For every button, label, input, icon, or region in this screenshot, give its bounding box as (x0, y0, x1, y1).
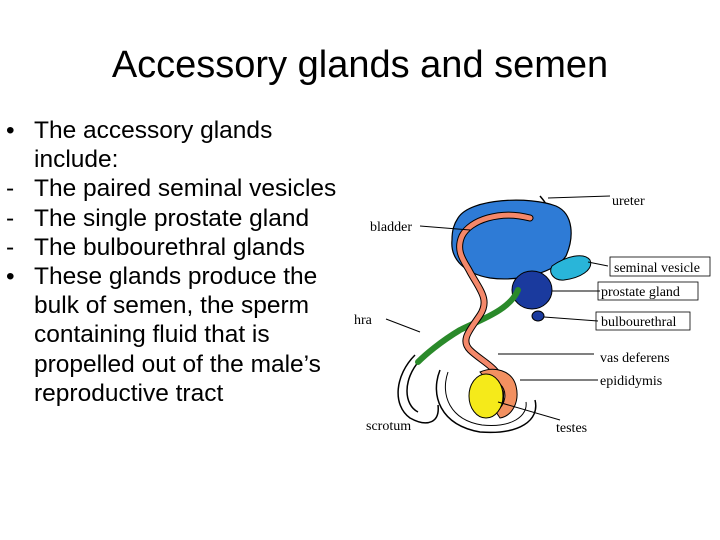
slide-title: Accessory glands and semen (111, 44, 609, 86)
body-outline (397, 354, 439, 424)
reproductive-anatomy-diagram: ureter bladder seminal vesicle prostate … (354, 194, 711, 436)
bullet-item: • The accessory glands include: (6, 116, 356, 174)
bullet-marker: • (6, 117, 15, 144)
label-vas-deferens: vas deferens (600, 351, 670, 366)
bullet-marker: - (6, 175, 15, 203)
testis-shape (468, 373, 504, 419)
bulbourethral-gland-shape (531, 310, 545, 322)
bullet-text: The single prostate gland (34, 204, 310, 232)
bullet-text: The accessory glands include: (34, 117, 273, 174)
bullet-item: - The paired seminal vesicles (6, 174, 356, 203)
bullet-text: The bulbourethral glands (34, 233, 306, 261)
leader-urethra (385, 318, 421, 333)
seminal-vesicle-shape (550, 255, 592, 281)
bullet-marker: - (6, 204, 15, 232)
urethra-shape (415, 287, 521, 365)
bullet-marker: • (6, 263, 15, 291)
bullet-item: • These glands produce the bulk of semen… (6, 262, 356, 408)
prostate-shape (511, 270, 553, 310)
label-seminal-vesicle: seminal vesicle (614, 261, 700, 276)
leader-lines (385, 195, 611, 421)
label-box-bulbourethral (595, 311, 691, 331)
leader-bladder (419, 225, 471, 231)
label-urethra: hra (354, 313, 373, 328)
label-bladder: bladder (370, 220, 412, 235)
label-prostate-gland: prostate gland (601, 285, 680, 300)
bullet-marker: - (6, 233, 15, 261)
scrotum-outline-inner (444, 371, 527, 426)
label-testes: testes (556, 421, 587, 436)
leader-bulbourethral (543, 316, 599, 322)
label-epididymis: epididymis (600, 374, 662, 389)
bullet-text: These glands produce the bulk of semen, … (34, 263, 321, 407)
label-box-prostate (597, 281, 699, 301)
leader-testes (497, 401, 561, 421)
bullet-text: The paired seminal vesicles (34, 175, 337, 203)
label-ureter: ureter (612, 194, 645, 209)
label-box-seminal-vesicle (609, 256, 711, 277)
leader-seminal-vesicle (587, 261, 609, 267)
bullet-item: - The single prostate gland (6, 204, 356, 233)
label-bulbourethral: bulbourethral (601, 315, 677, 330)
bullet-list: • The accessory glands include: - The pa… (6, 116, 356, 408)
label-scrotum: scrotum (366, 419, 411, 434)
leader-ureter (547, 195, 611, 199)
bullet-item: - The bulbourethral glands (6, 233, 356, 262)
scrotum-outline (435, 369, 537, 434)
